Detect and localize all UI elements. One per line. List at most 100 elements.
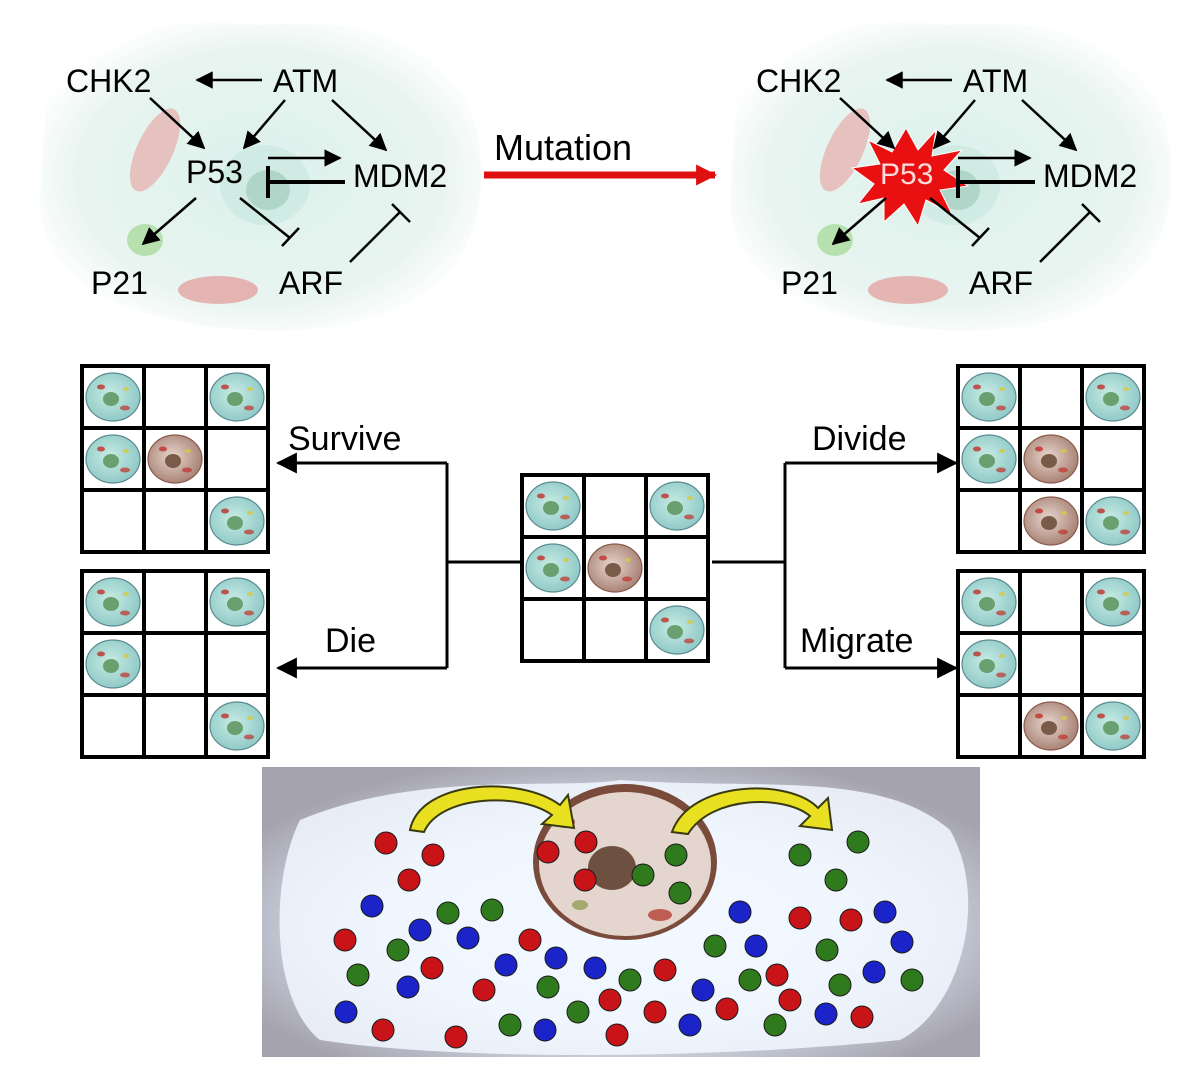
grid-cell-empty bbox=[582, 597, 648, 663]
green-particle bbox=[828, 973, 852, 997]
blue-particle bbox=[728, 900, 752, 924]
grid-cell-normal bbox=[80, 631, 146, 697]
red-particle bbox=[397, 868, 421, 892]
label-divide: Divide bbox=[812, 420, 906, 458]
grid-cell-empty bbox=[644, 535, 710, 601]
edge-p53-arf bbox=[239, 197, 291, 239]
pathway-normal: CHK2 ATM P53 MDM2 P21 ARF bbox=[66, 63, 447, 301]
red-particle bbox=[765, 963, 789, 987]
tumor-cell bbox=[533, 784, 717, 940]
grid-cell-empty bbox=[142, 693, 208, 759]
blue-particle bbox=[360, 894, 384, 918]
red-particle bbox=[850, 1005, 874, 1029]
blue-particle bbox=[334, 1000, 358, 1024]
yellow-arrows bbox=[408, 785, 834, 836]
green-particle bbox=[480, 898, 504, 922]
blue-particle bbox=[814, 1002, 838, 1026]
grid-cell-normal bbox=[644, 473, 710, 539]
grid-cell-empty bbox=[520, 597, 586, 663]
grid-cell-normal bbox=[520, 535, 586, 601]
node-mdm2: MDM2 bbox=[353, 158, 447, 194]
grid-cell-empty bbox=[204, 426, 270, 492]
node-arf: ARF bbox=[279, 265, 343, 301]
green-particle bbox=[631, 863, 655, 887]
edge-arf-mdm2-bar bbox=[391, 203, 411, 223]
blue-particle bbox=[678, 1013, 702, 1037]
red-particle bbox=[839, 908, 863, 932]
red-particle bbox=[605, 1023, 629, 1047]
edge-chk2-p53-mut bbox=[839, 97, 896, 150]
grid-cell-empty bbox=[1018, 569, 1084, 635]
grid-cell-normal bbox=[956, 426, 1022, 492]
edge-p53-arf-bar bbox=[281, 227, 300, 247]
grid-cell-mutant bbox=[1018, 693, 1084, 759]
grid-cell-empty bbox=[80, 693, 146, 759]
grid-cell-empty bbox=[956, 693, 1022, 759]
edge-atm-mdm2 bbox=[331, 99, 388, 152]
green-particle bbox=[664, 843, 688, 867]
grid-cell-empty bbox=[1080, 426, 1146, 492]
grid-cell-normal bbox=[80, 426, 146, 492]
grid-cell-normal bbox=[204, 364, 270, 430]
node-p53-mut: P53 bbox=[880, 158, 933, 191]
node-atm-mut: ATM bbox=[963, 63, 1028, 99]
red-particle bbox=[333, 928, 357, 952]
red-particle bbox=[653, 958, 677, 982]
blue-particle bbox=[873, 900, 897, 924]
edge-arf-mdm2 bbox=[349, 211, 401, 263]
edge-p53-p21 bbox=[141, 197, 197, 246]
green-particle bbox=[763, 1013, 787, 1037]
particles bbox=[333, 830, 924, 1049]
blue-particle bbox=[533, 1018, 557, 1042]
label-die: Die bbox=[325, 622, 376, 660]
red-particle bbox=[778, 988, 802, 1012]
red-particle bbox=[715, 997, 739, 1021]
blue-particle bbox=[691, 978, 715, 1002]
green-particle bbox=[788, 843, 812, 867]
grid-cell-mutant bbox=[1018, 426, 1084, 492]
mutation-label: Mutation bbox=[494, 127, 632, 168]
grid-cell-empty bbox=[582, 473, 648, 539]
green-particle bbox=[900, 968, 924, 992]
label-migrate: Migrate bbox=[800, 622, 913, 660]
node-chk2: CHK2 bbox=[66, 63, 151, 99]
grid-migrate bbox=[956, 569, 1146, 759]
red-particle bbox=[444, 1025, 468, 1049]
grid-cell-normal bbox=[204, 569, 270, 635]
red-particle bbox=[420, 956, 444, 980]
grid-center bbox=[520, 473, 710, 663]
curved-arrow-right bbox=[670, 787, 834, 836]
blue-particle bbox=[583, 956, 607, 980]
green-particle bbox=[846, 830, 870, 854]
grid-cell-empty bbox=[1018, 631, 1084, 697]
grid-cell-empty bbox=[80, 488, 146, 554]
edge-atm-mdm2-mut bbox=[1021, 99, 1078, 152]
edge-atm-p53 bbox=[242, 99, 286, 150]
red-particle bbox=[788, 906, 812, 930]
grid-survive bbox=[80, 364, 270, 554]
green-particle bbox=[498, 1013, 522, 1037]
blue-particle bbox=[544, 946, 568, 970]
red-particle bbox=[518, 928, 542, 952]
grid-cell-empty bbox=[204, 631, 270, 697]
grid-cell-normal bbox=[204, 693, 270, 759]
node-atm: ATM bbox=[273, 63, 338, 99]
grid-cell-normal bbox=[1080, 364, 1146, 430]
mutation-burst bbox=[850, 126, 970, 228]
grid-cell-normal bbox=[204, 488, 270, 554]
green-particle bbox=[815, 938, 839, 962]
blue-particle bbox=[744, 934, 768, 958]
edge-arf-mdm2-bar-mut bbox=[1081, 203, 1101, 223]
fate-connectors bbox=[275, 452, 959, 679]
node-arf-mut: ARF bbox=[969, 265, 1033, 301]
edge-arf-mdm2-mut bbox=[1039, 211, 1091, 263]
grid-cell-empty bbox=[142, 569, 208, 635]
grid-cell-mutant bbox=[1018, 488, 1084, 554]
green-particle bbox=[436, 901, 460, 925]
grid-cell-empty bbox=[1080, 631, 1146, 697]
grid-cell-normal bbox=[956, 569, 1022, 635]
node-p21: P21 bbox=[91, 265, 148, 301]
red-particle bbox=[374, 831, 398, 855]
grid-cell-empty bbox=[956, 488, 1022, 554]
